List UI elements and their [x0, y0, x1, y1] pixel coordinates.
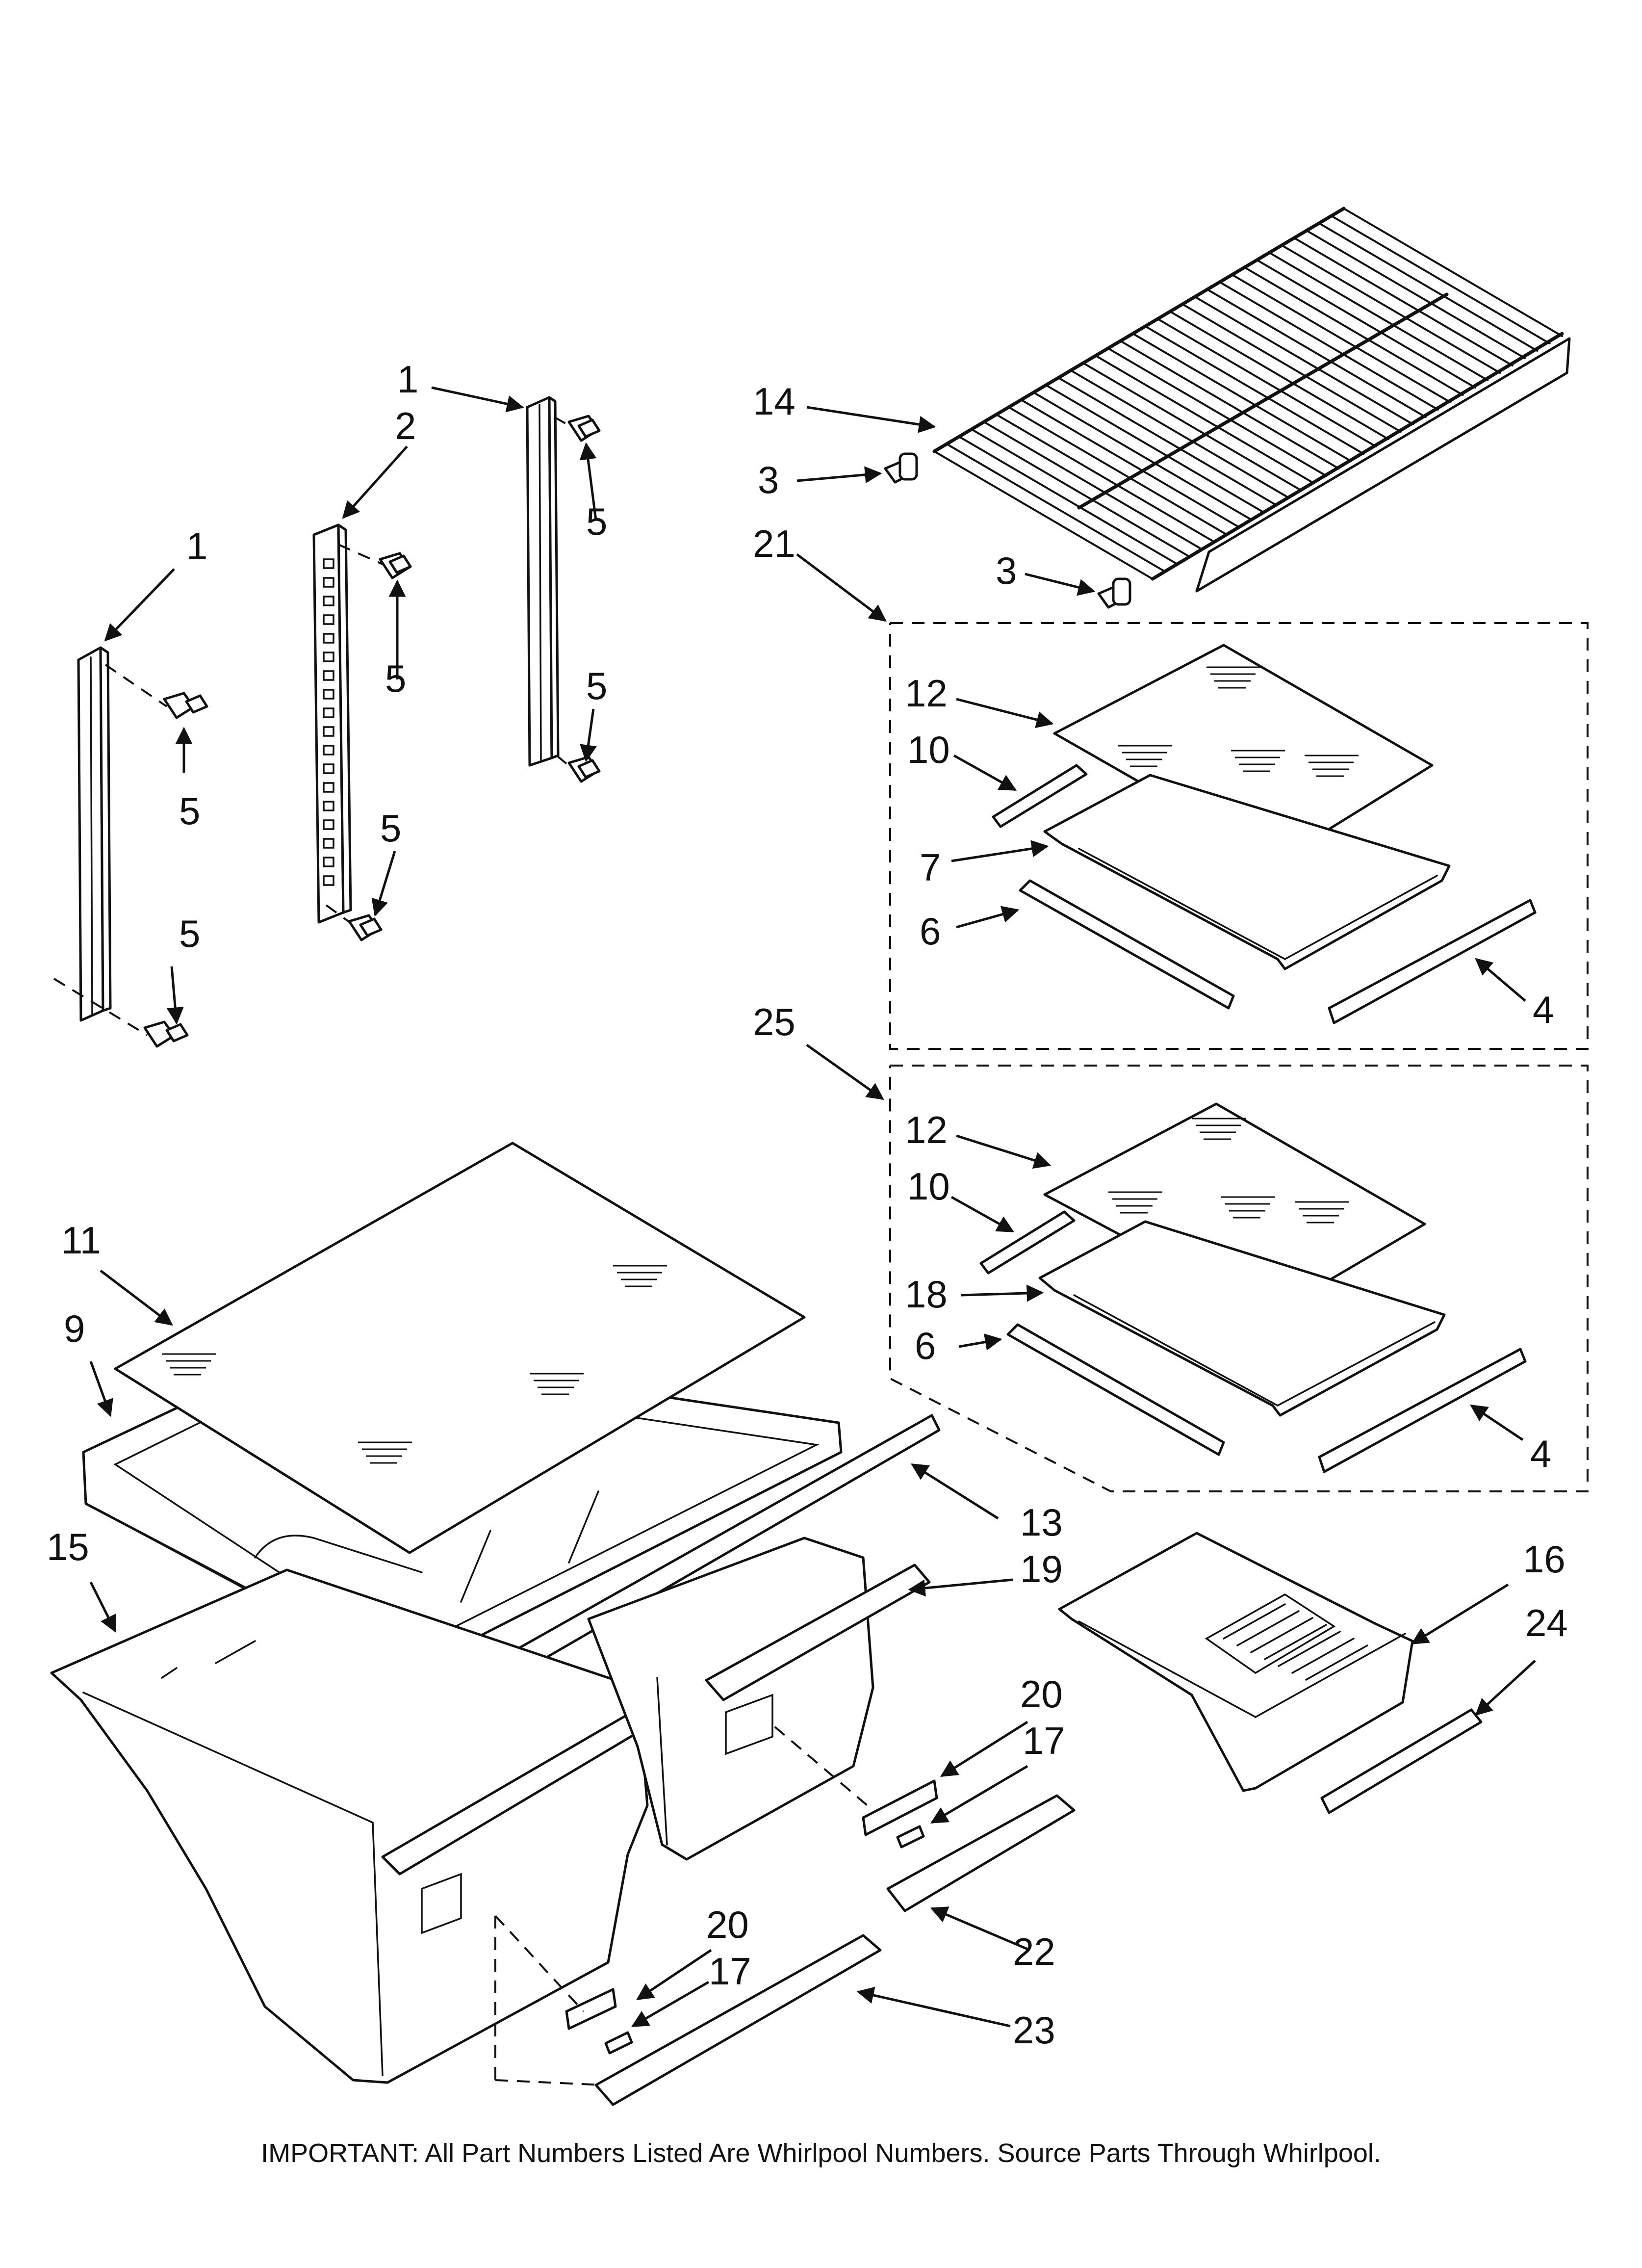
callout-3-b: 3 [996, 549, 1017, 592]
drawer-trim-24 [1320, 1708, 1483, 1814]
shelf-stud-icon [884, 452, 918, 484]
screw-icon [104, 664, 208, 719]
crisper-drawer-right [587, 1537, 874, 1861]
shelf-assembly-upper [889, 622, 1589, 1050]
callout-5-d: 5 [385, 657, 406, 700]
shelf-stud-icon [1097, 577, 1131, 609]
callout-5-e: 5 [586, 500, 607, 543]
slide-clip-icon [604, 1825, 925, 2055]
callout-23: 23 [1013, 2008, 1055, 2052]
leader-lines [89, 386, 1536, 2086]
callout-1-left: 1 [186, 524, 207, 568]
callout-3-a: 3 [758, 458, 779, 501]
callout-12-a: 12 [905, 672, 948, 715]
meat-drawer [1058, 1532, 1414, 1792]
crisper-drawer-left [50, 1568, 649, 2084]
callout-13: 13 [1020, 1501, 1063, 1544]
screw-icon [554, 415, 601, 442]
drawer-trim-23 [594, 1934, 882, 2106]
callout-5-b: 5 [179, 912, 200, 955]
callout-9: 9 [64, 1307, 85, 1350]
footer-note: IMPORTANT: All Part Numbers Listed Are W… [261, 2138, 1381, 2168]
screw-icon [325, 904, 383, 941]
screw-icon [556, 755, 601, 783]
shelf-assembly-lower [889, 1065, 1589, 1492]
crisper-drawer-handle-right [705, 1564, 931, 1701]
shelf-ladder-left [77, 646, 112, 1022]
callout-6-a: 6 [920, 910, 941, 953]
callout-2: 2 [395, 404, 416, 447]
callout-5-a: 5 [179, 789, 200, 833]
callout-21: 21 [753, 522, 795, 565]
callout-18: 18 [905, 1273, 948, 1316]
shelf-ladder-right [526, 396, 560, 767]
drawer-trim-22 [886, 1794, 1076, 1912]
shelf-ladder-center [312, 523, 352, 924]
callout-10-b: 10 [907, 1165, 950, 1208]
callout-14: 14 [753, 380, 795, 423]
callout-22: 22 [1013, 1930, 1055, 1973]
callout-16: 16 [1523, 1538, 1565, 1581]
callout-17-left: 17 [709, 1950, 751, 1993]
callout-11: 11 [61, 1219, 101, 1262]
callout-19: 19 [1020, 1547, 1063, 1590]
callout-4-a: 4 [1533, 988, 1554, 1031]
screw-icon [53, 978, 189, 1048]
callout-20-right: 20 [1020, 1672, 1063, 1716]
callout-17-right: 17 [1023, 1719, 1065, 1762]
wire-shelf [932, 207, 1571, 593]
callout-1-right: 1 [397, 358, 418, 401]
callout-20-left: 20 [706, 1903, 749, 1946]
callout-6-b: 6 [915, 1324, 936, 1367]
humidity-slide-icon [565, 1779, 938, 2030]
callout-24: 24 [1525, 1601, 1568, 1644]
callout-labels: 1 2 1 5 5 5 5 5 5 14 3 3 21 12 10 7 6 4 … [47, 358, 1568, 2052]
crisper-glass-cover [114, 1142, 806, 1554]
callout-25: 25 [753, 1000, 795, 1043]
callout-5-f: 5 [586, 664, 607, 707]
callout-10-a: 10 [907, 728, 950, 771]
screw-icon [338, 544, 412, 579]
callout-7: 7 [920, 846, 941, 889]
callout-12-b: 12 [905, 1108, 948, 1151]
callout-5-c: 5 [380, 807, 401, 850]
callout-15: 15 [47, 1525, 89, 1568]
callout-4-b: 4 [1530, 1432, 1551, 1475]
